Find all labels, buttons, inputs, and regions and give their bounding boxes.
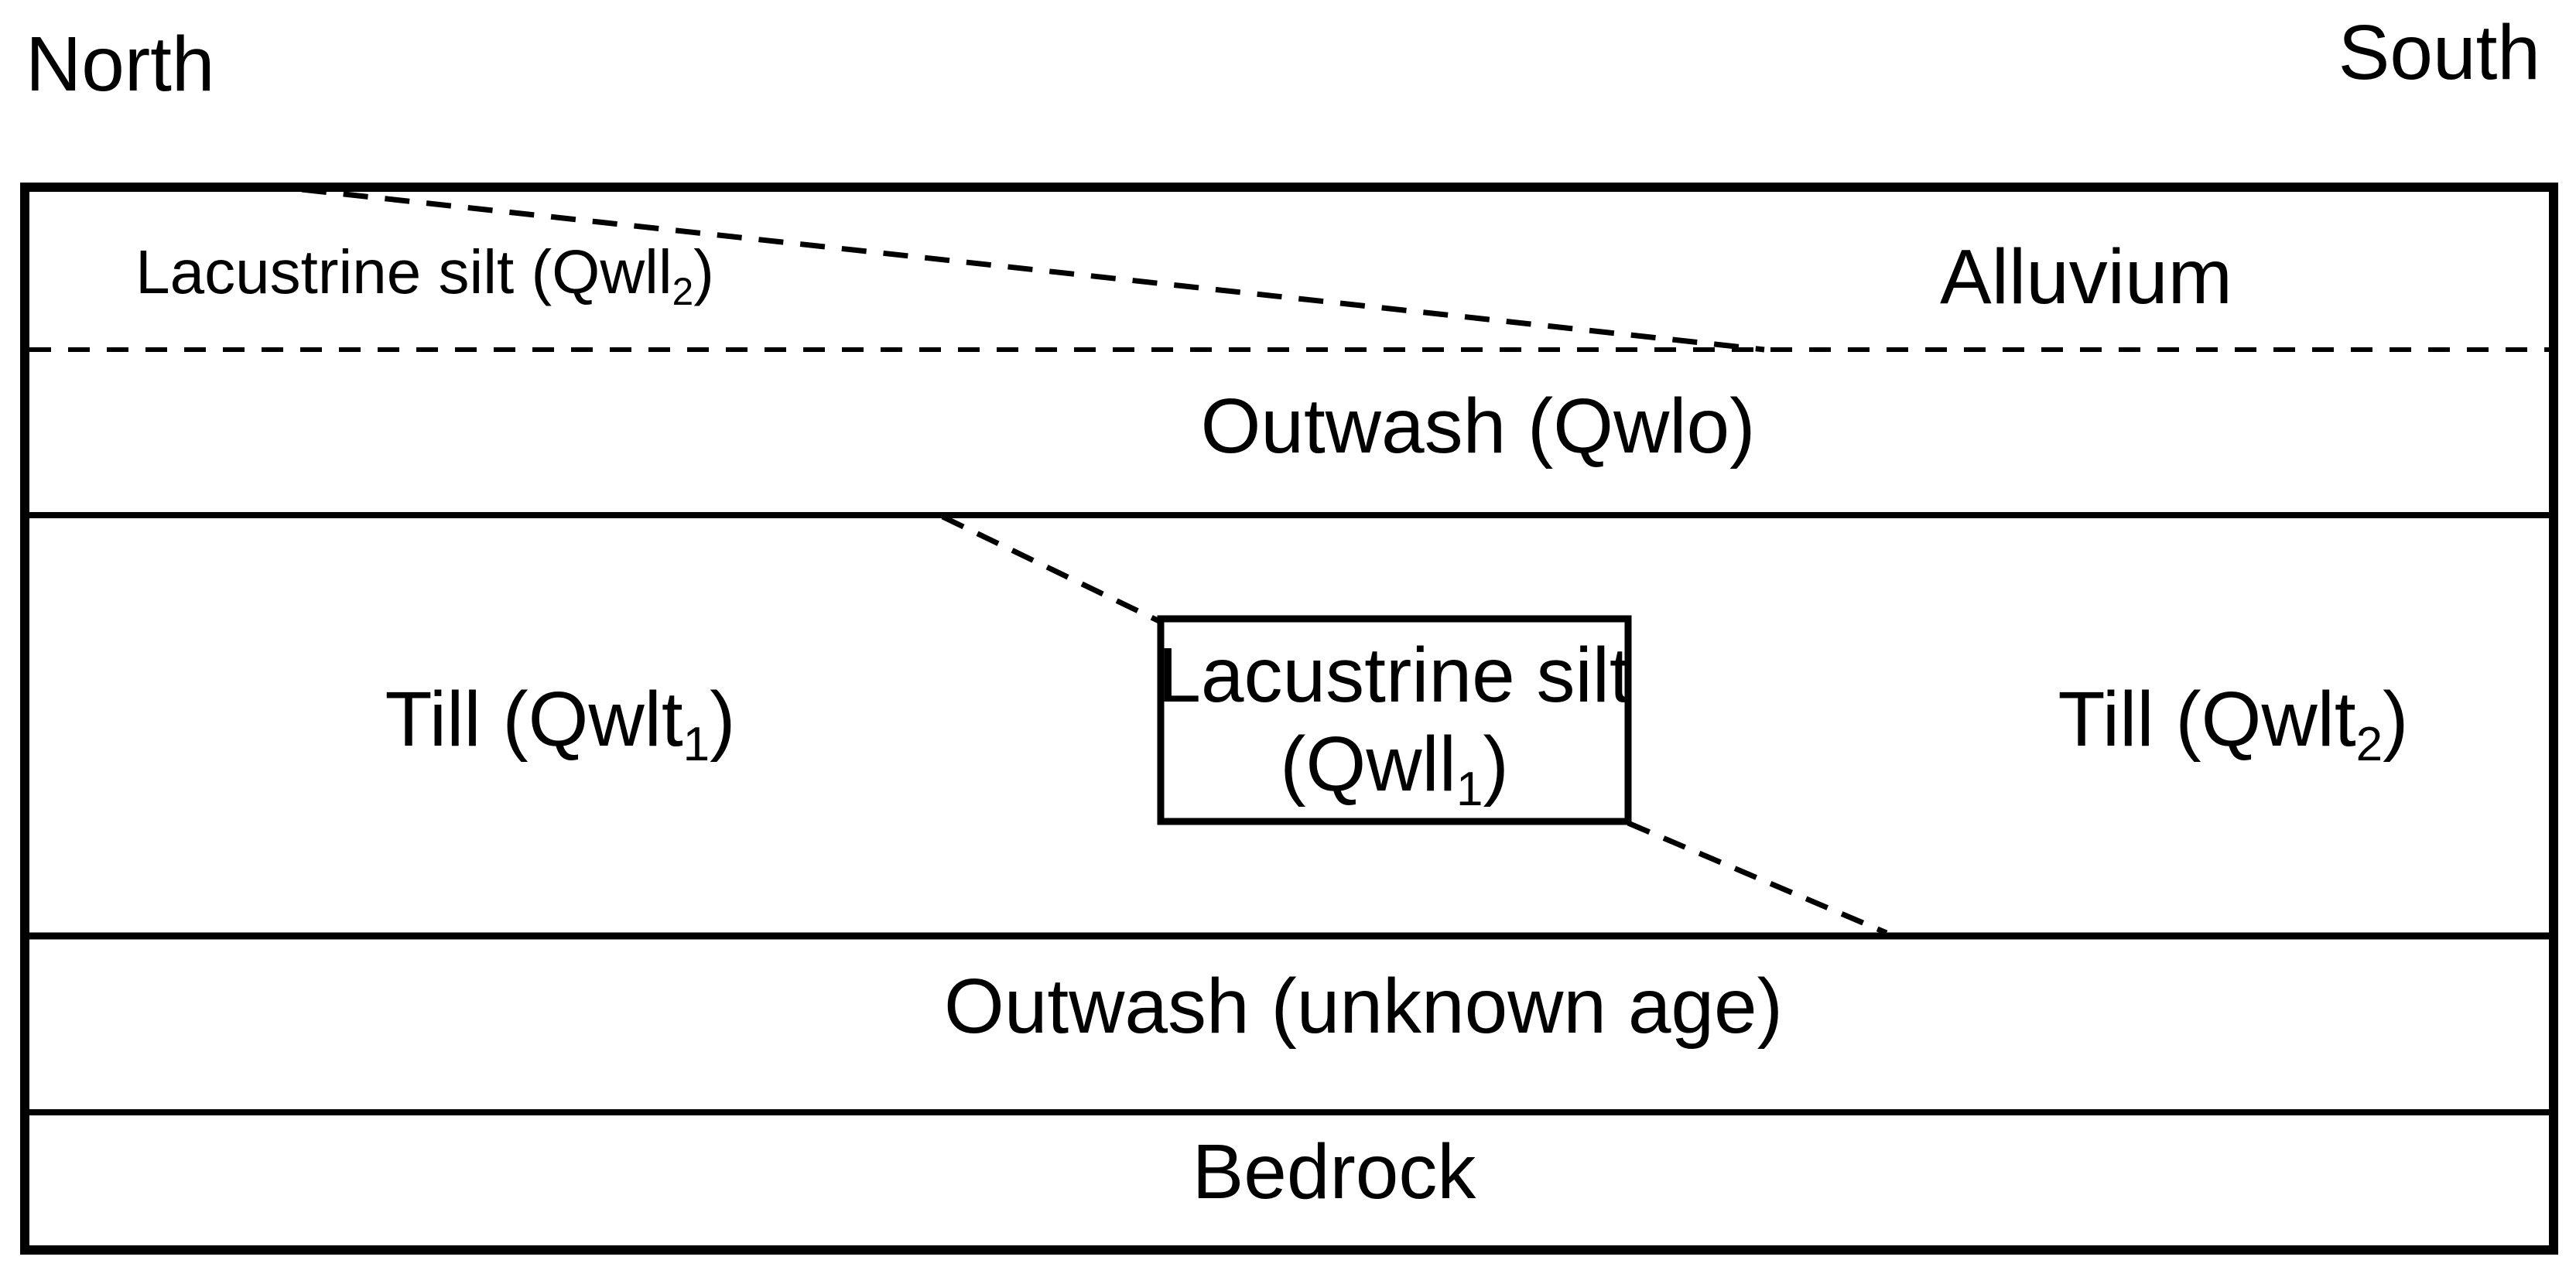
lacustrine-silt-2-close: )	[693, 237, 714, 306]
till-2-close: )	[2383, 676, 2409, 763]
lacustrine-silt-1-lines: Lacustrine silt(Qwll1)	[1158, 631, 1631, 816]
lacustrine1-till2-dashed-contact	[1627, 820, 1888, 936]
layer-label-till-1: Till (Qwlt1)	[385, 681, 736, 768]
lacustrine-silt-1-subscript: 1	[1456, 762, 1483, 816]
till1-lacustrine1-dashed-contact	[941, 514, 1162, 625]
lacustrine-silt-1-line1: Lacustrine silt	[1158, 632, 1631, 719]
till-2-subscript: 2	[2355, 717, 2383, 771]
lacustrine-silt-1-close: )	[1483, 721, 1509, 808]
lacustrine-silt-1-line2: (Qwll	[1280, 721, 1456, 808]
lacustrine-silt-2-text: Lacustrine silt (Qwll	[135, 237, 672, 306]
layer-label-lacustrine-silt-2: Lacustrine silt (Qwll2)	[135, 241, 714, 311]
cross-section-outline	[20, 183, 2558, 1255]
lacustrine-silt-2-subscript: 2	[672, 269, 694, 313]
layer-label-outwash-qwlo: Outwash (Qwlo)	[1200, 383, 1756, 470]
till-1-text: Till (Qwlt	[385, 676, 683, 763]
direction-label-south: South	[2338, 9, 2540, 96]
till-2-text: Till (Qwlt	[2058, 676, 2356, 763]
layer-label-outwash-unknown-age: Outwash (unknown age)	[944, 963, 1783, 1050]
lacustrine2-alluvium-dashed-contact	[301, 186, 1765, 353]
layer-label-lacustrine-silt-1: Lacustrine silt(Qwll1)	[1158, 619, 1631, 821]
direction-label-north: North	[26, 21, 215, 108]
till-1-close: )	[710, 676, 736, 763]
layer-label-alluvium: Alluvium	[1940, 234, 2232, 320]
layer-label-bedrock: Bedrock	[1192, 1129, 1476, 1215]
layer-label-till-2: Till (Qwlt2)	[2058, 681, 2409, 768]
lacustrine1-box	[1157, 615, 1632, 825]
till-1-subscript: 1	[682, 717, 710, 771]
